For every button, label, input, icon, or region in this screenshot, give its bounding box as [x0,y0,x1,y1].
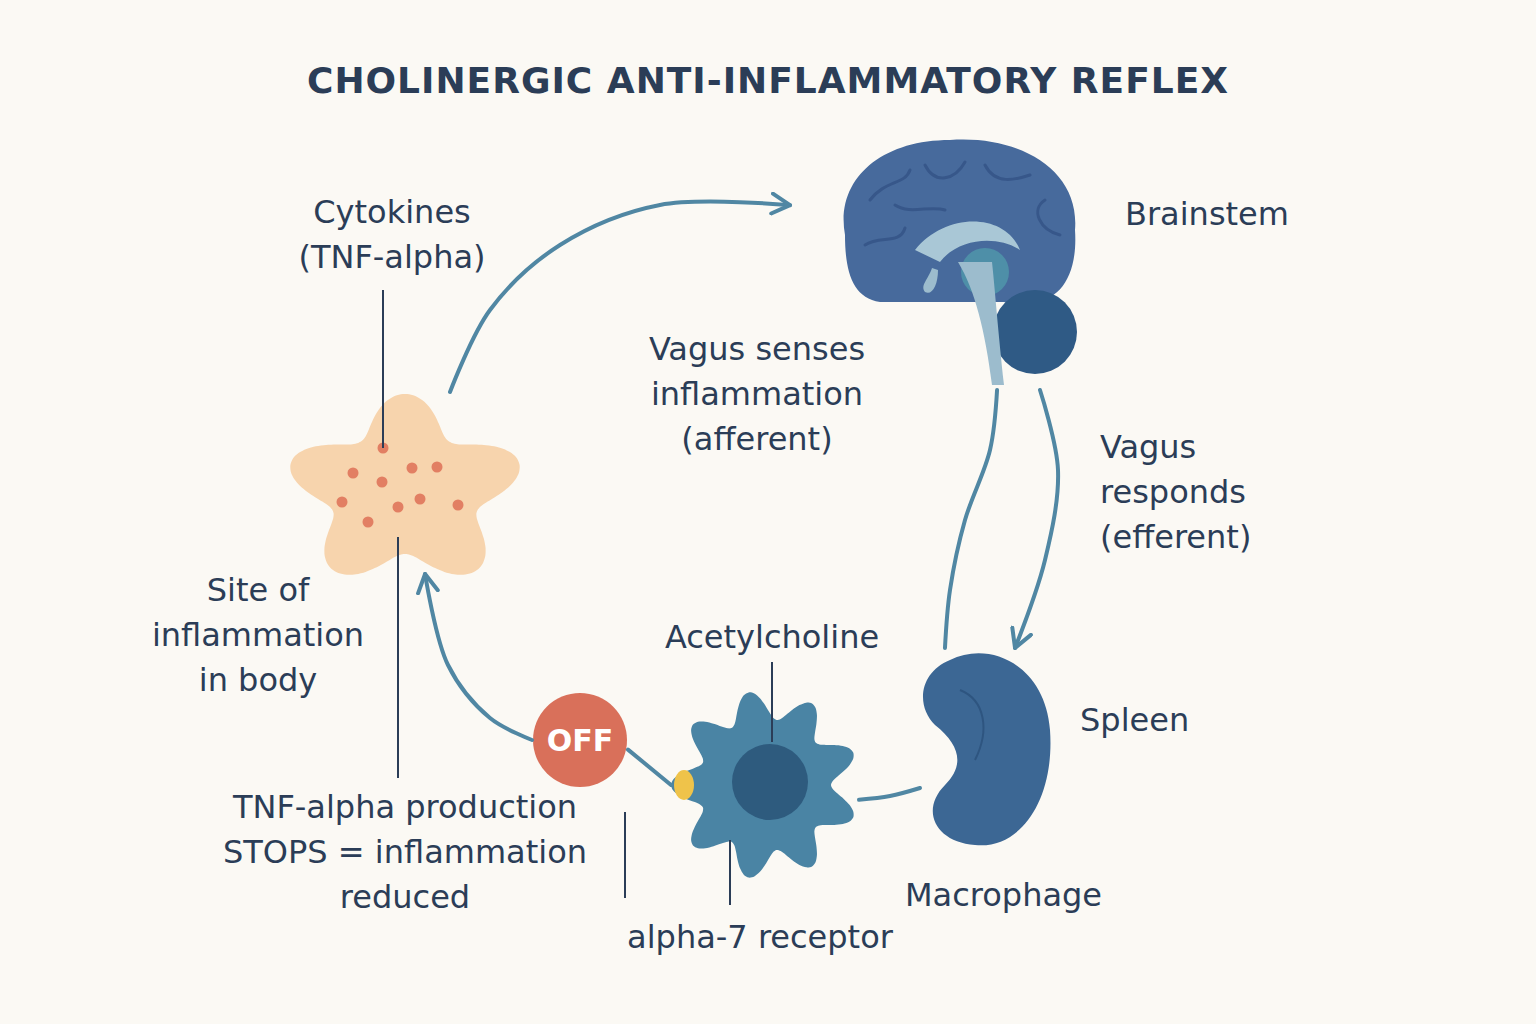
macrophage-body [671,692,854,877]
spleen-detail [960,690,983,760]
brain-fold [865,228,905,245]
nerve-line [945,390,997,648]
cytokine-dot [337,497,348,508]
connector-label: Vagus responds (efferent) [1100,425,1270,560]
connector-label: Vagus senses inflammation (afferent) [637,327,877,462]
cytokine-dot [377,477,388,488]
brain-fold [985,165,1030,179]
cerebellum [993,290,1077,374]
brain-fold [895,205,945,210]
node-label: Cytokines (TNF-alpha) [272,190,512,280]
inflammation-site-outline [284,392,526,574]
nerve-line [628,750,671,785]
macrophage-outline [671,693,859,877]
nerve-line [859,788,920,800]
node-label: Site of inflammation in body [138,568,378,703]
inflammation-cell [290,394,519,575]
spleen: Spleen [920,648,1055,848]
node-label: Acetylcholine [572,615,972,660]
leader-line [771,662,773,742]
cerebrum [844,140,1076,302]
macrophage: Acetylcholinealpha-7 receptorMacrophage [671,693,859,877]
cytokine-dot [415,494,426,505]
leader-line [624,812,626,898]
cytokine-dot [432,462,443,473]
inflammation-site: Cytokines (TNF-alpha)Site of inflammatio… [284,392,526,574]
spleen-outline [920,648,1055,848]
node-label: Spleen [1080,698,1189,743]
brainstem-shape [958,262,1004,385]
brain-fold [925,162,965,178]
brain-fold [870,170,910,200]
signal-label: OFF [532,692,628,788]
leader-line [382,290,384,448]
off-signal: OFF [532,692,628,788]
node-label: alpha-7 receptor [560,915,960,960]
spleen-shape [923,653,1050,845]
cytokine-dot [393,502,404,513]
leader-line [397,537,399,778]
nucleus [732,744,808,820]
node-label: Brainstem [1125,192,1289,237]
cytokine-dot [378,443,389,454]
receptor [674,770,694,800]
leader-line [729,840,731,905]
signal-arrow [425,574,532,740]
brain-fold [1038,200,1060,235]
pituitary [923,268,938,293]
cytokine-dot [348,468,359,479]
diagram-title: CHOLINERGIC ANTI-INFLAMMATORY REFLEX [0,60,1536,101]
cytokine-dot [363,517,374,528]
off-circle [533,693,627,787]
note-label: TNF-alpha production STOPS = inflammatio… [215,785,595,920]
signal-arrow [1015,390,1058,648]
cytokine-dot [407,463,418,474]
cytokine-dot [453,500,464,511]
node-label: Macrophage [905,873,1102,918]
